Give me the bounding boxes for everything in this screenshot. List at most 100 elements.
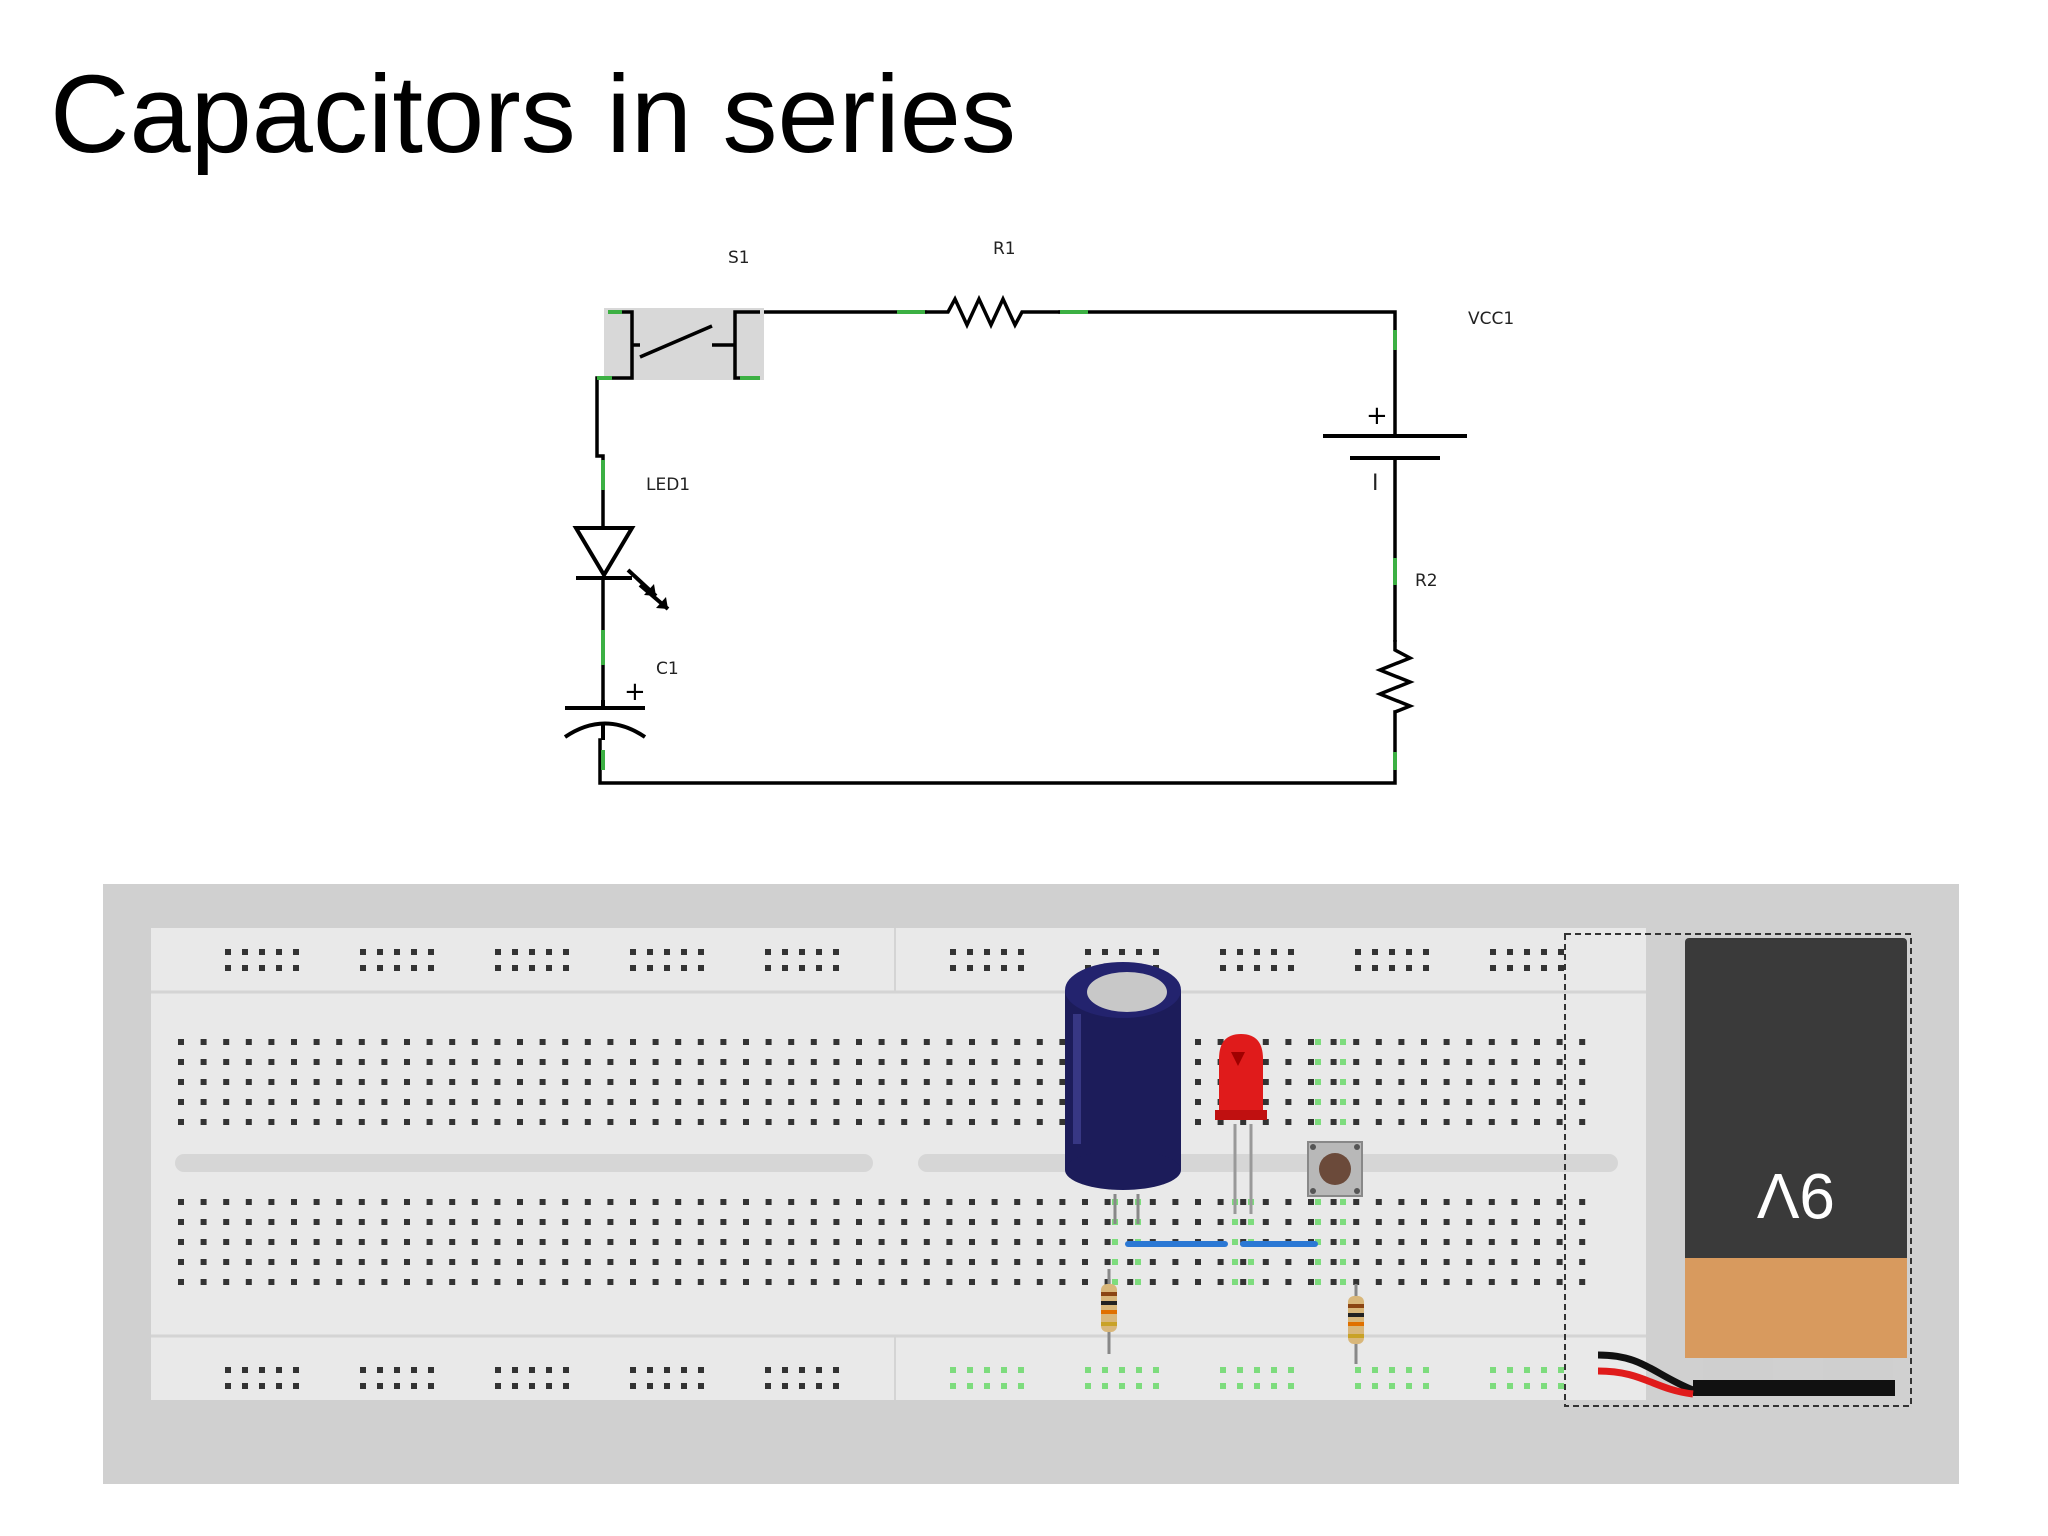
breadboard-hole: [946, 1039, 953, 1045]
breadboard-hole: [901, 1239, 908, 1245]
breadboard-hole: [1466, 1239, 1473, 1245]
breadboard-hole: [720, 1059, 727, 1065]
breadboard-hole: [788, 1099, 795, 1105]
breadboard-hole: [178, 1279, 184, 1285]
breadboard-hole: [1353, 1099, 1360, 1105]
breadboard-hole: [1579, 1239, 1586, 1245]
breadboard-hole: [878, 1219, 885, 1225]
breadboard-hole: [923, 1099, 930, 1105]
breadboard-hole: [223, 1059, 230, 1065]
breadboard-hole: [1488, 1039, 1495, 1045]
breadboard-hole: [1524, 949, 1530, 955]
breadboard-hole: [517, 1059, 523, 1065]
breadboard-hole: [1220, 965, 1226, 971]
breadboard-hole: [336, 1279, 343, 1285]
breadboard-hole: [681, 949, 687, 955]
breadboard-hole: [495, 949, 501, 955]
breadboard-hole: [1127, 1219, 1134, 1225]
breadboard-hole: [411, 1367, 417, 1373]
breadboard-hole: [1308, 1219, 1314, 1225]
breadboard-hole: [245, 1099, 252, 1105]
breadboard-hole: [901, 1199, 908, 1205]
breadboard-hole: [1488, 1239, 1495, 1245]
breadboard-hole: [358, 1219, 365, 1225]
breadboard-hole: [404, 1259, 410, 1265]
breadboard-hole: [810, 1119, 817, 1125]
breadboard-hole: [313, 1119, 320, 1125]
breadboard-hole: [1330, 1119, 1337, 1125]
breadboard-hole: [630, 1239, 636, 1245]
breadboard-hole: [1104, 1199, 1111, 1205]
breadboard-hole: [404, 1099, 410, 1105]
breadboard-hole: [1389, 965, 1395, 971]
breadboard-hole: [1285, 1199, 1292, 1205]
breadboard-hole: [991, 1239, 998, 1245]
breadboard-hole: [1014, 1079, 1021, 1085]
breadboard-hole: [1001, 1367, 1007, 1373]
breadboard-hole: [833, 949, 839, 955]
breadboard-hole: [1112, 1239, 1118, 1245]
breadboard-hole: [1217, 1279, 1224, 1285]
breadboard-hole: [200, 1239, 207, 1245]
breadboard-hole: [394, 965, 400, 971]
breadboard-hole: [1534, 1259, 1540, 1265]
push-button: [1307, 1141, 1363, 1197]
breadboard-hole: [517, 1279, 523, 1285]
breadboard-hole: [245, 1119, 252, 1125]
breadboard-hole: [1014, 1219, 1021, 1225]
breadboard-hole: [584, 1119, 591, 1125]
label-r1: R1: [993, 239, 1016, 259]
breadboard-hole: [833, 1367, 839, 1373]
breadboard-hole: [1490, 1383, 1496, 1389]
breadboard-hole: [923, 1039, 930, 1045]
breadboard-hole: [449, 1119, 456, 1125]
breadboard-hole: [788, 1199, 795, 1205]
breadboard-hole: [404, 1119, 410, 1125]
breadboard-hole: [1262, 1279, 1269, 1285]
breadboard-hole: [426, 1279, 433, 1285]
breadboard-hole: [816, 1367, 822, 1373]
breadboard-hole: [313, 1099, 320, 1105]
breadboard-hole: [1488, 1279, 1495, 1285]
breadboard-hole: [471, 1119, 478, 1125]
breadboard-hole: [1340, 1219, 1346, 1225]
breadboard-hole: [969, 1059, 975, 1065]
breadboard-hole: [1172, 1199, 1179, 1205]
breadboard-hole: [675, 1079, 682, 1085]
breadboard-hole: [360, 1367, 366, 1373]
breadboard-hole: [652, 1079, 659, 1085]
breadboard-hole: [495, 965, 501, 971]
breadboard-hole: [833, 1079, 840, 1085]
breadboard-hole: [471, 1259, 478, 1265]
breadboard-hole: [1421, 1259, 1427, 1265]
label-vcc1: VCC1: [1468, 309, 1514, 329]
breadboard-hole: [833, 1199, 840, 1205]
breadboard-hole: [1082, 1199, 1088, 1205]
breadboard-hole: [923, 1059, 930, 1065]
breadboard-hole: [494, 1059, 501, 1065]
breadboard-hole: [946, 1059, 953, 1065]
breadboard-hole: [1541, 1383, 1547, 1389]
breadboard-hole: [1119, 1383, 1125, 1389]
breadboard-hole: [276, 965, 282, 971]
breadboard-hole: [1443, 1079, 1450, 1085]
breadboard-hole: [1398, 1039, 1405, 1045]
capacitor-plus-sign: +: [624, 677, 646, 707]
breadboard-hole: [313, 1199, 320, 1205]
breadboard-hole: [1285, 1279, 1292, 1285]
breadboard-hole: [765, 1259, 772, 1265]
breadboard-hole: [1288, 1383, 1294, 1389]
breadboard-hole: [697, 1099, 704, 1105]
battery-9v: 9V: [1685, 938, 1907, 1396]
breadboard-hole: [664, 965, 670, 971]
breadboard-hole: [426, 1199, 433, 1205]
breadboard-hole: [394, 949, 400, 955]
breadboard-hole: [1330, 1279, 1337, 1285]
breadboard-hole: [1195, 1199, 1201, 1205]
breadboard-hole: [1262, 1059, 1269, 1065]
breadboard-hole: [336, 1239, 343, 1245]
breadboard-hole: [394, 1367, 400, 1373]
breadboard-hole: [810, 1099, 817, 1105]
breadboard-hole: [782, 949, 788, 955]
breadboard-hole: [381, 1219, 388, 1225]
